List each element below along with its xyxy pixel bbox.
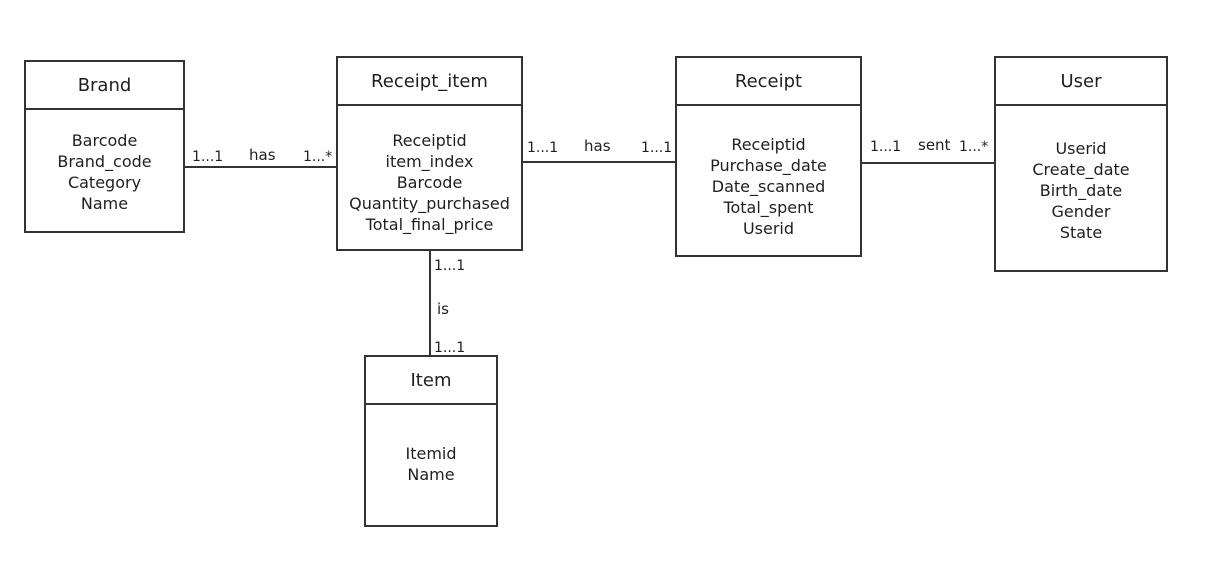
receipt-item-entity[interactable]: Receipt_item Receiptid item_index Barcod… bbox=[336, 56, 523, 251]
item-attribute: Name bbox=[407, 465, 455, 484]
user-attribute: Gender bbox=[1051, 202, 1111, 221]
receipt-attribute: Userid bbox=[742, 219, 795, 238]
receipt-entity[interactable]: Receipt Receiptid Purchase_date Date_sca… bbox=[675, 56, 862, 257]
brand-entity[interactable]: Brand Barcode Brand_code Category Name bbox=[24, 60, 185, 233]
connector-receipt-item-receipt bbox=[522, 161, 676, 163]
user-entity-title: User bbox=[996, 58, 1166, 106]
receipt-attribute: Receiptid bbox=[731, 135, 806, 154]
receipt-entity-title: Receipt bbox=[677, 58, 860, 106]
receipt-item-attribute: Quantity_purchased bbox=[349, 194, 510, 213]
user-attribute: State bbox=[1059, 223, 1103, 242]
receipt-item-receipt-verb-label: has bbox=[584, 137, 611, 155]
brand-attribute: Category bbox=[67, 173, 142, 192]
user-attribute: Userid bbox=[1055, 139, 1107, 158]
brand-cardinality-label: 1...1 bbox=[192, 149, 224, 165]
receipt-item-item-verb-label: is bbox=[437, 300, 449, 318]
receipt-item-attribute: Total_final_price bbox=[365, 215, 494, 234]
brand-attribute: Name bbox=[80, 194, 129, 213]
item-attribute-list: Itemid Name bbox=[366, 405, 496, 485]
receipt-attribute: Purchase_date bbox=[710, 156, 827, 175]
brand-attribute-list: Barcode Brand_code Category Name bbox=[26, 110, 183, 214]
connector-brand-receipt-item bbox=[185, 166, 337, 168]
receipt-attribute-list: Receiptid Purchase_date Date_scanned Tot… bbox=[677, 106, 860, 239]
receipt-item-cardinality-label: 1...1 bbox=[527, 140, 559, 156]
receipt-item-attribute: Receiptid bbox=[392, 131, 467, 150]
receipt-item-cardinality-label: 1...1 bbox=[434, 258, 466, 274]
receipt-item-cardinality-label: 1...* bbox=[303, 149, 333, 165]
user-cardinality-label: 1...* bbox=[959, 139, 989, 155]
item-cardinality-label: 1...1 bbox=[434, 340, 466, 356]
receipt-item-attribute: Barcode bbox=[396, 173, 463, 192]
brand-entity-title: Brand bbox=[26, 62, 183, 110]
item-attribute: Itemid bbox=[405, 444, 457, 463]
receipt-user-verb-label: sent bbox=[918, 136, 951, 154]
item-entity-title: Item bbox=[366, 357, 496, 405]
receipt-cardinality-label: 1...1 bbox=[870, 139, 902, 155]
user-entity[interactable]: User Userid Create_date Birth_date Gende… bbox=[994, 56, 1168, 272]
user-attribute: Create_date bbox=[1032, 160, 1130, 179]
user-attribute-list: Userid Create_date Birth_date Gender Sta… bbox=[996, 106, 1166, 243]
connector-receipt-item-item bbox=[429, 250, 431, 356]
connector-receipt-user bbox=[861, 162, 995, 164]
receipt-item-attribute: item_index bbox=[385, 152, 474, 171]
receipt-cardinality-label: 1...1 bbox=[641, 140, 673, 156]
brand-receipt-item-verb-label: has bbox=[249, 146, 276, 164]
brand-attribute: Barcode bbox=[71, 131, 138, 150]
receipt-item-entity-title: Receipt_item bbox=[338, 58, 521, 106]
receipt-attribute: Total_spent bbox=[723, 198, 814, 217]
receipt-attribute: Date_scanned bbox=[711, 177, 826, 196]
receipt-item-attribute-list: Receiptid item_index Barcode Quantity_pu… bbox=[338, 106, 521, 235]
brand-attribute: Brand_code bbox=[57, 152, 152, 171]
user-attribute: Birth_date bbox=[1039, 181, 1123, 200]
item-entity[interactable]: Item Itemid Name bbox=[364, 355, 498, 527]
